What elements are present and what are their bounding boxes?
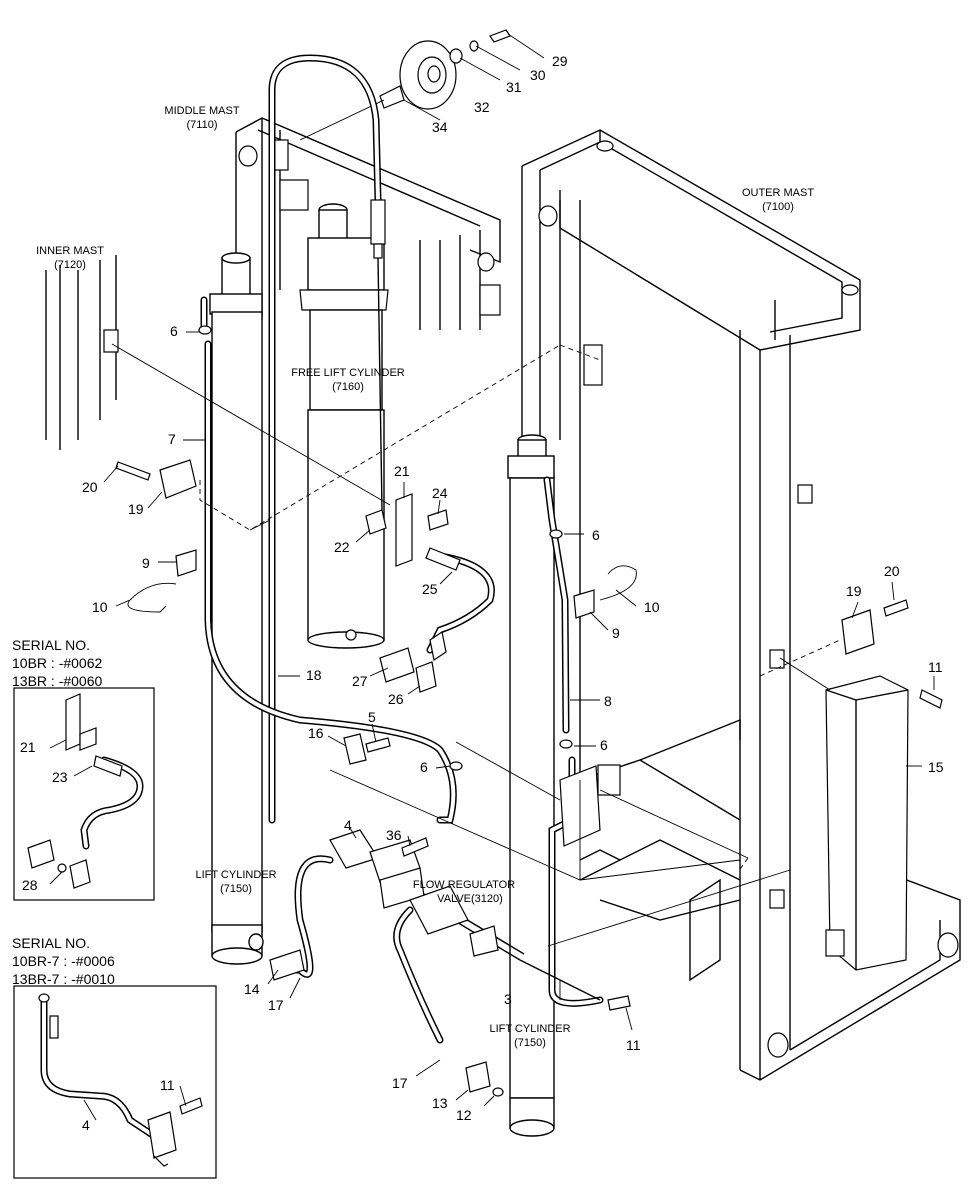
free-lift-cylinder-code: (7160): [332, 381, 364, 393]
callout-32: 32: [474, 99, 490, 115]
serial-labels: SERIAL NO. 10BR : -#0062 13BR : -#0060 S…: [12, 637, 115, 987]
callout-20-left: 20: [82, 479, 98, 495]
callout-26: 26: [388, 691, 404, 707]
hoses: [200, 54, 604, 1044]
callout-28-box: 28: [22, 877, 38, 893]
serial-1-line2: 13BR : -#0060: [12, 673, 102, 689]
inner-mast-code: (7120): [54, 259, 86, 271]
callout-36: 36: [386, 827, 402, 843]
pulley-assembly: [299, 29, 545, 141]
channel-part-15: [825, 675, 909, 971]
callout-18: 18: [306, 667, 322, 683]
callout-23-box: 23: [52, 769, 68, 785]
callout-13: 13: [432, 1095, 448, 1111]
callout-8: 8: [604, 693, 612, 709]
callout-6-d: 6: [600, 737, 608, 753]
callout-6-c: 6: [592, 527, 600, 543]
callout-4: 4: [344, 817, 352, 833]
callout-34: 34: [432, 119, 448, 135]
callout-19-left: 19: [128, 501, 144, 517]
callout-9-left: 9: [142, 555, 150, 571]
callout-17-a: 17: [268, 997, 284, 1013]
outer-mast: [521, 129, 961, 1081]
serial-box-2: [13, 985, 217, 1179]
callout-15: 15: [928, 759, 944, 775]
inner-mast-label: INNER MAST: [36, 245, 104, 257]
serial-1-title: SERIAL NO.: [12, 637, 90, 653]
outer-mast-code: (7100): [762, 201, 794, 213]
callout-31: 31: [506, 79, 522, 95]
lift-cylinder-left-code: (7150): [220, 883, 252, 895]
callout-5: 5: [368, 709, 376, 725]
callout-leaders: [49, 331, 935, 1121]
flow-regulator-valve-label: VALVE(3120): [437, 893, 503, 905]
callout-30: 30: [530, 67, 546, 83]
callout-29: 29: [552, 53, 568, 69]
callout-24: 24: [432, 485, 448, 501]
serial-1-line1: 10BR : -#0062: [12, 655, 102, 671]
callout-6-a: 6: [170, 323, 178, 339]
callout-19-right: 19: [846, 583, 862, 599]
callout-14: 14: [244, 981, 260, 997]
free-lift-cylinder: [299, 203, 389, 649]
lift-cylinder-left-label: LIFT CYLINDER: [195, 869, 276, 881]
mast-labels: MIDDLE MAST (7110) OUTER MAST (7100) INN…: [36, 105, 814, 1049]
callout-11-box: 11: [160, 1077, 175, 1093]
callout-21: 21: [394, 463, 410, 479]
callout-20-right: 20: [884, 563, 900, 579]
serial-2-line2: 13BR-7 : -#0010: [12, 971, 115, 987]
callout-16: 16: [308, 725, 324, 741]
callout-numbers: 29 30 31 32 34 6 7 20 19 9 10 21 24 22 2…: [20, 53, 944, 1133]
middle-mast-label: MIDDLE MAST: [164, 105, 239, 117]
callout-17-b: 17: [392, 1075, 408, 1091]
callout-9-right: 9: [612, 625, 620, 641]
inner-mast: [45, 255, 119, 450]
callout-27: 27: [352, 673, 368, 689]
flow-regulator-label: FLOW REGULATOR: [413, 879, 515, 891]
callout-22: 22: [334, 539, 350, 555]
callout-10-right: 10: [644, 599, 660, 615]
serial-2-line1: 10BR-7 : -#0006: [12, 953, 115, 969]
callout-4-box: 4: [82, 1117, 90, 1133]
middle-mast: [235, 117, 501, 330]
callout-10-left: 10: [92, 599, 108, 615]
callout-12: 12: [456, 1107, 472, 1123]
callout-21-box: 21: [20, 739, 36, 755]
right-lift-cylinder: [507, 434, 555, 1137]
serial-box-1: [13, 687, 155, 901]
middle-mast-code: (7110): [187, 119, 218, 131]
leader-lines: [111, 343, 831, 1000]
serial-2-title: SERIAL NO.: [12, 935, 90, 951]
left-lift-cylinder: [209, 252, 264, 965]
callout-25: 25: [422, 581, 438, 597]
callout-11-bottom: 11: [626, 1037, 641, 1053]
dashed-leaders: [199, 344, 841, 873]
lift-cylinder-right-label: LIFT CYLINDER: [489, 1023, 570, 1035]
callout-6-b: 6: [420, 759, 428, 775]
callout-3: 3: [504, 991, 512, 1007]
callout-7: 7: [168, 431, 176, 447]
free-lift-cylinder-label: FREE LIFT CYLINDER: [291, 367, 405, 379]
outer-mast-label: OUTER MAST: [742, 187, 814, 199]
callout-11-right: 11: [928, 659, 943, 675]
lift-cylinder-right-code: (7150): [514, 1037, 546, 1049]
